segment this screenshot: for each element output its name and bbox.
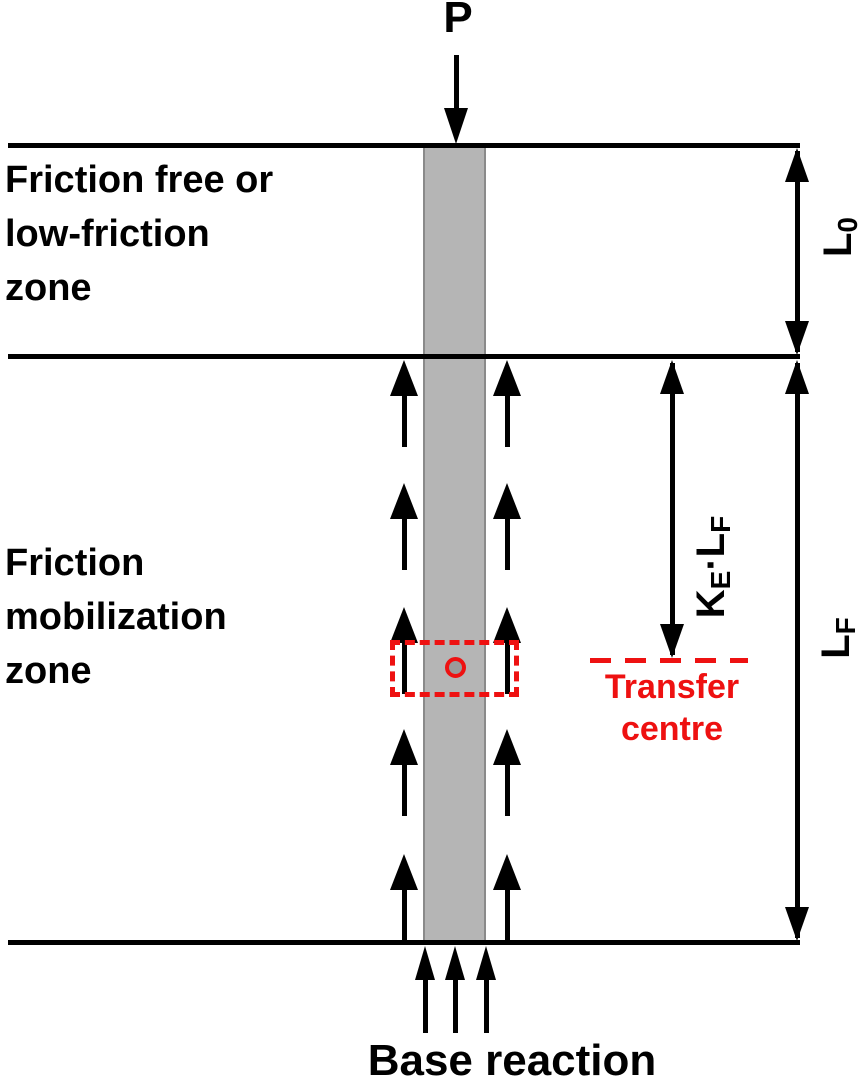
base-reaction-arrow-up bbox=[415, 946, 435, 1033]
dim-arrow-lf bbox=[785, 360, 809, 941]
arrowhead-up bbox=[493, 360, 521, 396]
dim-label-ke-lf-k: K bbox=[689, 589, 733, 619]
dim-label-l0-main: L bbox=[816, 232, 860, 258]
dim-label-lf: LF bbox=[814, 593, 861, 683]
arrowhead-up bbox=[415, 946, 435, 980]
arrowhead-up bbox=[493, 483, 521, 519]
dim-label-ke-lf-l: L bbox=[689, 532, 733, 558]
arrowhead-up bbox=[476, 946, 496, 980]
transfer-centre-box bbox=[390, 640, 519, 697]
zone-label-friction-mobilization: Friction mobilization zone bbox=[5, 536, 227, 698]
base-reaction-arrow-up bbox=[445, 946, 465, 1033]
arrow-stem bbox=[401, 762, 407, 816]
friction-arrow-up bbox=[493, 729, 521, 816]
arrowhead-up bbox=[785, 360, 809, 394]
arrow-stem bbox=[453, 55, 459, 111]
arrow-stem bbox=[504, 762, 510, 816]
arrow-stem bbox=[483, 977, 489, 1033]
load-arrow-down bbox=[444, 55, 468, 144]
dim-arrow-l0 bbox=[785, 148, 809, 355]
friction-arrow-up bbox=[493, 360, 521, 447]
arrow-stem bbox=[401, 516, 407, 570]
arrow-stem bbox=[504, 887, 510, 941]
transfer-centre-label: Transfer centre bbox=[593, 666, 751, 750]
dim-arrow-ke-lf bbox=[660, 360, 684, 658]
transfer-centre-point bbox=[445, 657, 466, 678]
arrowhead-up bbox=[390, 483, 418, 519]
base-reaction-label: Base reaction bbox=[367, 1036, 657, 1085]
friction-arrow-up bbox=[493, 607, 521, 694]
zone-label-line: low-friction bbox=[5, 213, 210, 255]
friction-arrow-up bbox=[390, 483, 418, 570]
arrow-stem bbox=[504, 393, 510, 447]
dim-label-ke-lf-dot: · bbox=[689, 557, 733, 571]
arrowhead-down bbox=[444, 108, 468, 144]
arrow-stem bbox=[401, 887, 407, 941]
friction-arrow-up bbox=[390, 854, 418, 941]
arrowhead-up bbox=[390, 729, 418, 765]
zone-label-line: zone bbox=[5, 267, 92, 309]
arrow-stem bbox=[794, 151, 800, 352]
arrowhead-down bbox=[660, 624, 684, 658]
arrow-stem bbox=[794, 363, 800, 938]
friction-arrow-up bbox=[390, 607, 418, 694]
arrowhead-up bbox=[660, 360, 684, 394]
arrow-stem bbox=[422, 977, 428, 1033]
arrowhead-down bbox=[785, 321, 809, 355]
arrow-stem bbox=[401, 640, 407, 694]
transfer-centre-leader-line bbox=[590, 658, 748, 663]
arrowhead-up bbox=[493, 729, 521, 765]
friction-arrow-up bbox=[493, 483, 521, 570]
dim-label-lf-main: L bbox=[814, 634, 858, 659]
load-label: P bbox=[443, 0, 473, 42]
zone-label-line: mobilization bbox=[5, 596, 227, 638]
friction-arrow-up bbox=[390, 729, 418, 816]
base-reaction-arrow-up bbox=[476, 946, 496, 1033]
arrow-stem bbox=[504, 640, 510, 694]
arrowhead-up bbox=[390, 607, 418, 643]
dim-label-l0: L0 bbox=[816, 192, 862, 282]
transfer-centre-label-line: centre bbox=[620, 710, 724, 748]
pile-shaft bbox=[423, 147, 486, 942]
zone-label-line: Friction free or bbox=[5, 159, 274, 201]
zone-label-line: zone bbox=[5, 650, 92, 692]
arrowhead-up bbox=[493, 854, 521, 890]
transfer-centre-label-line: Transfer bbox=[604, 668, 740, 706]
zone-label-friction-free: Friction free or low-friction zone bbox=[5, 153, 273, 315]
arrow-stem bbox=[452, 977, 458, 1033]
arrow-stem bbox=[504, 516, 510, 570]
arrowhead-down bbox=[785, 907, 809, 941]
zone-label-line: Friction bbox=[5, 542, 145, 584]
friction-arrow-up bbox=[493, 854, 521, 941]
arrowhead-up bbox=[493, 607, 521, 643]
arrowhead-up bbox=[445, 946, 465, 980]
dim-label-ke-lf-ksub: E bbox=[704, 570, 736, 590]
arrowhead-up bbox=[390, 854, 418, 890]
friction-arrow-up bbox=[390, 360, 418, 447]
arrowhead-up bbox=[390, 360, 418, 396]
dim-label-ke-lf: KE·LF bbox=[689, 492, 736, 642]
friction-zone-boundary-line bbox=[8, 354, 800, 359]
arrow-stem bbox=[401, 393, 407, 447]
dim-label-ke-lf-lsub: F bbox=[704, 515, 736, 533]
dim-label-l0-sub: 0 bbox=[831, 217, 862, 233]
pile-base-line bbox=[8, 940, 800, 945]
arrow-stem bbox=[669, 363, 675, 655]
surface-line bbox=[8, 143, 800, 148]
dim-label-lf-sub: F bbox=[829, 617, 861, 635]
arrowhead-up bbox=[785, 148, 809, 182]
